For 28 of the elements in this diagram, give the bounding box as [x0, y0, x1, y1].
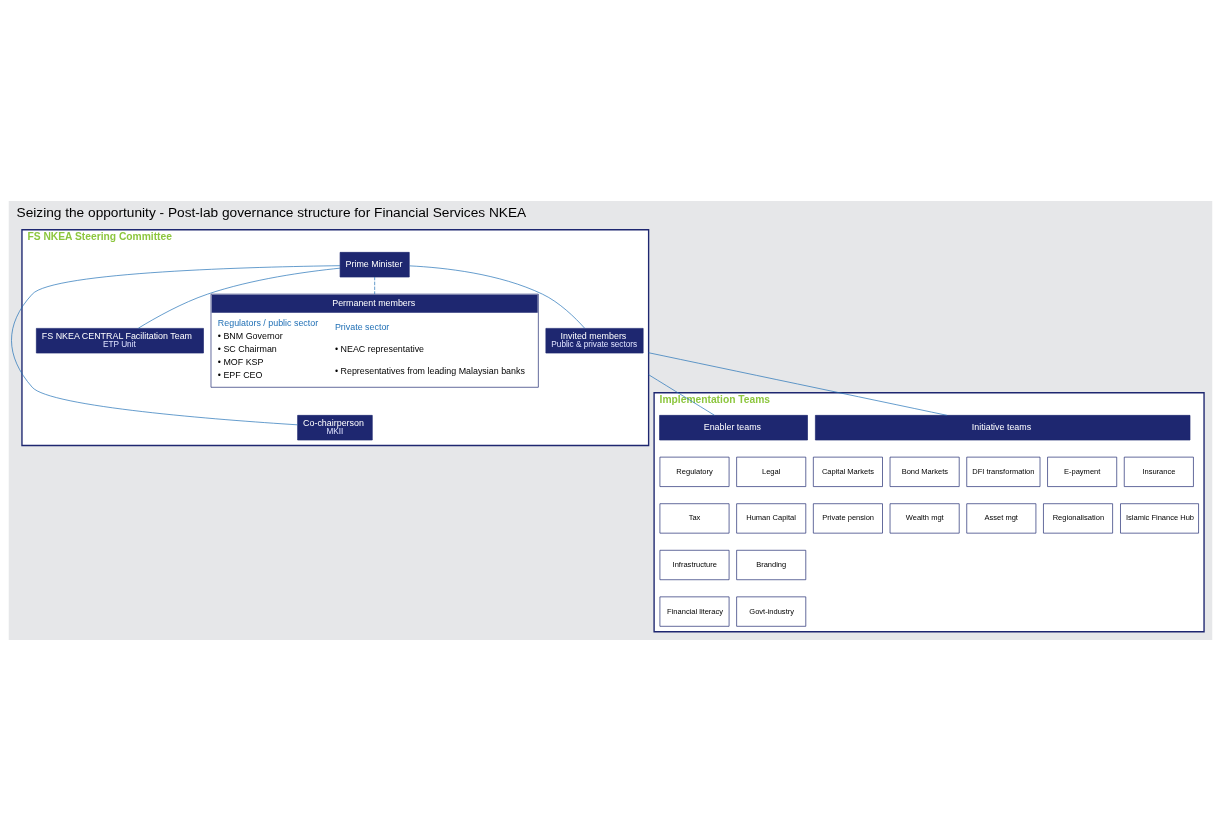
connector — [11, 264, 341, 425]
connector — [648, 351, 948, 416]
node-box: Regulatory — [659, 456, 730, 487]
node-box: Enabler teams — [659, 414, 808, 440]
node-box: Asset mgt — [966, 502, 1037, 533]
node-box: Wealth mgt — [889, 502, 960, 533]
connector — [137, 267, 341, 329]
node-box: Human Capital — [736, 502, 807, 533]
node-box: Bond Markets — [889, 456, 960, 487]
node-box: Initiative teams — [815, 414, 1191, 440]
node-box: Legal — [736, 456, 807, 487]
node-box: DFI transformation — [966, 456, 1041, 487]
connector — [409, 265, 585, 329]
node-box: Branding — [736, 549, 807, 580]
node-box: Regionalisation — [1043, 502, 1113, 533]
node-box: Islamic Finance Hub — [1120, 502, 1199, 533]
node-box: E-payment — [1047, 456, 1118, 487]
diagram-title: Seizing the opportunity - Post-lab governance structure for Financial Services NKEA — [16, 204, 527, 220]
connector — [374, 276, 375, 294]
node-box: Capital Markets — [813, 456, 883, 487]
node-box: Financial literacy — [659, 596, 730, 627]
node-box: Private pension — [813, 502, 883, 533]
node-box: Insurance — [1123, 456, 1194, 487]
node-box: Tax — [659, 502, 730, 533]
node-box: Prime Minister — [339, 251, 410, 277]
node-box: Govt-industry — [736, 596, 807, 627]
node-box: Infrastructure — [659, 549, 730, 580]
connector — [648, 373, 715, 416]
